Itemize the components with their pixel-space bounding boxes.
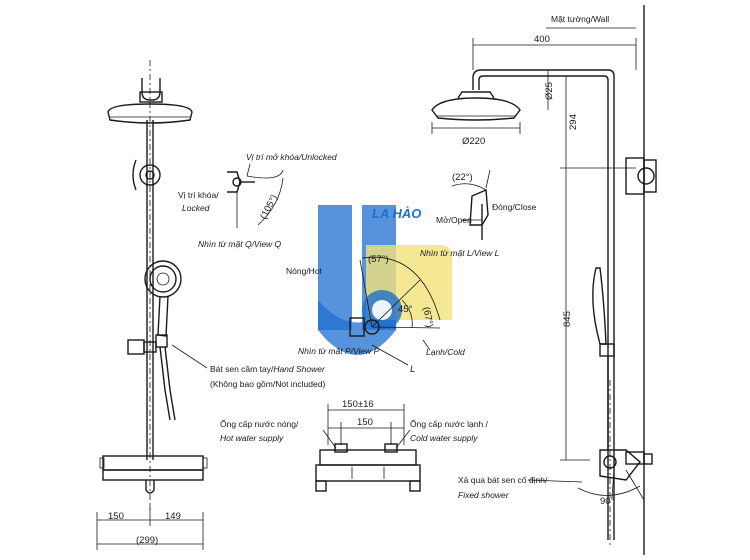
cold-supply-vn: Ống cấp nước lạnh / [410,418,489,429]
wall-label: Mặt tường/Wall [551,14,609,24]
locked-label-vn: Vị trí khóa/ [178,190,219,200]
dim-25: Ø25 [544,82,555,100]
angle-105: (105°) [258,193,280,221]
dim-220: Ø220 [462,136,485,147]
hot-supply-vn: Ống cấp nước nóng/ [220,418,299,429]
mark-l: L [410,364,415,375]
view-l-lever [451,169,491,240]
dim-400: 400 [534,34,550,45]
front-view-shower [96,60,208,550]
view-l-label: Nhìn từ mặt L/View L [420,248,500,258]
cold-supply-en: Cold water supply [410,433,478,443]
hand-shower-label-vn: Bát sen cầm tay/Hand Shower [210,364,326,374]
angle-90: 90° [600,496,615,507]
not-included-label: (Không bao gồm/Not included) [210,379,325,389]
angle-57: (57°) [368,254,389,265]
fixed-shower-vn: Xả qua bát sen cố định/ [458,475,548,485]
open-label: Mở/Open [436,215,472,225]
view-q-lever [227,163,284,228]
view-q-label: Nhìn từ mặt Q/View Q [198,239,282,249]
watermark-text: LA HÀO [372,206,421,221]
cold-label: Lạnh/Cold [426,347,465,357]
dim-149: 149 [165,511,181,522]
dim-150-16: 150±16 [342,399,374,410]
dim-150-left: 150 [108,511,124,522]
dim-299: (299) [136,535,158,546]
angle-67: (67°) [420,306,434,328]
dim-845: 845 [562,311,573,327]
watermark-logo: LA HÀO [318,205,452,355]
hot-label: Nóng/Hot [286,266,323,276]
hot-supply-en: Hot water supply [220,433,284,443]
close-label: Đóng/Close [492,202,537,212]
mixer-top-view [315,404,421,492]
angle-45: 45° [398,304,413,315]
unlocked-label: Vị trí mở khóa/Unlocked [246,152,337,162]
view-p-dial [349,256,441,366]
locked-label-en: Locked [182,203,210,213]
view-p-label: Nhìn từ mặt P/View P [298,346,380,356]
fixed-shower-en: Fixed shower [458,490,510,500]
dim-294: 294 [568,114,579,130]
side-view-shower [431,5,657,555]
dim-150-mid: 150 [357,417,373,428]
angle-22: (22°) [452,172,473,183]
